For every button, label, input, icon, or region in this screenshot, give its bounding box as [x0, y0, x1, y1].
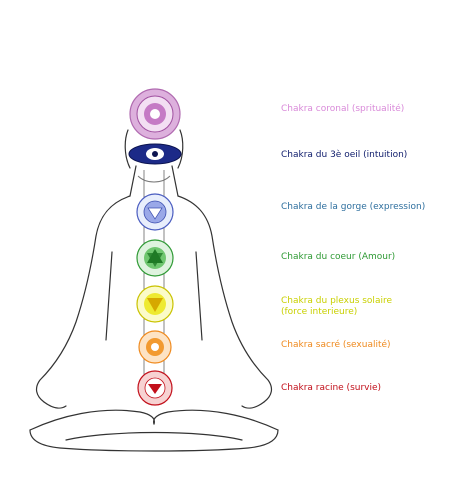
third-eye-icon — [128, 143, 182, 165]
chakra-label-sacral: Chakra sacré (sexualité) — [281, 340, 391, 350]
crown-lotus-icon — [129, 88, 181, 140]
chakra-label-heart: Chakra du coeur (Amour) — [281, 252, 396, 262]
seated-body-outline — [29, 129, 279, 452]
chakra-label-coronal: Chakra coronal (spritualité) — [281, 104, 405, 114]
chakra-label-root: Chakra racine (survie) — [281, 383, 382, 393]
chakra-label-solar-plexus: Chakra du plexus solaire (force interieu… — [281, 296, 392, 318]
chakra-label-solar-plexus-line1: Chakra du plexus solaire — [281, 296, 392, 306]
heart-lotus-icon — [136, 239, 174, 277]
chakra-label-throat: Chakra de la gorge (expression) — [281, 202, 426, 212]
chakra-label-solar-plexus-line2: (force interieure) — [281, 307, 358, 317]
root-lotus-icon — [137, 370, 173, 406]
solar-plexus-lotus-icon — [136, 285, 174, 323]
sacral-lotus-icon — [138, 330, 172, 364]
chakra-label-third-eye: Chakra du 3è oeil (intuition) — [281, 150, 408, 160]
throat-lotus-icon — [136, 193, 174, 231]
